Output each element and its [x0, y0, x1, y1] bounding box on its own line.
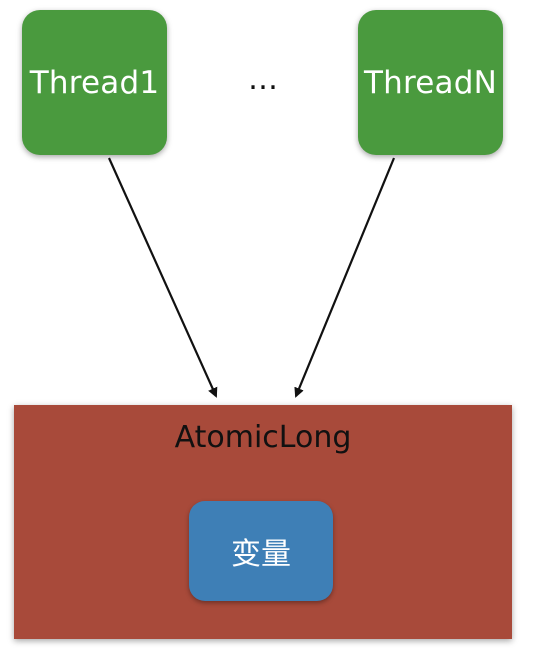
ellipsis-text: … [248, 62, 282, 97]
arrow-thread1-to-atomic [107, 157, 218, 398]
atomic-long-title: AtomicLong [174, 420, 352, 455]
thread-1-node: Thread1 [22, 10, 167, 155]
thread-n-node: ThreadN [358, 10, 503, 155]
atomic-long-container: AtomicLong 变量 [14, 405, 512, 639]
variable-label: 变量 [231, 537, 291, 572]
arrow-threadn-to-atomic [294, 157, 396, 398]
thread-1-label: Thread1 [29, 64, 160, 101]
variable-node: 变量 [189, 501, 333, 601]
thread-n-label: ThreadN [364, 64, 497, 101]
